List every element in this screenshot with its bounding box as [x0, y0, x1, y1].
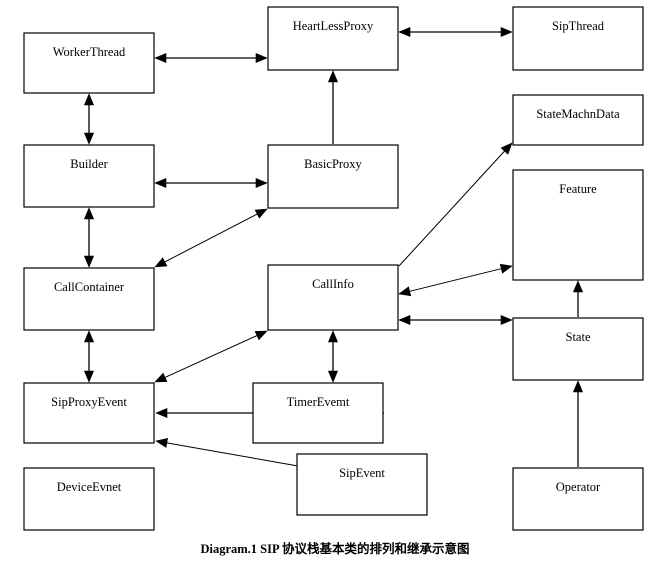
node-label: CallInfo [312, 277, 354, 291]
node-box[interactable] [23, 467, 155, 531]
edge-line [163, 441, 299, 467]
node-box[interactable] [512, 94, 644, 146]
edge-operator-to-state [572, 380, 584, 467]
diagram-caption: Diagram.1 SIP 协议栈基本类的排列和继承示意图 [200, 542, 470, 556]
edge-heartlessproxy-to-sipthread [398, 26, 513, 38]
node-box[interactable] [512, 169, 644, 281]
node-label: Feature [559, 182, 597, 196]
edge-callinfo-to-statemachndata [398, 142, 513, 267]
edge-sipevent-to-sipproxyevent [155, 437, 299, 467]
arrowhead-end [255, 52, 268, 64]
arrowhead-start [83, 93, 95, 106]
edge-workerthread-to-builder [83, 93, 95, 145]
edge-builder-to-callcontainer [83, 207, 95, 268]
node-builder[interactable]: Builder [23, 144, 155, 208]
node-box[interactable] [23, 382, 155, 444]
arrowhead-end [155, 437, 169, 448]
edge-workerthread-to-heartlessproxy [154, 52, 268, 64]
edge-callcontainer-to-basicproxy [154, 208, 268, 268]
edge-state-to-feature [572, 280, 584, 317]
arrowhead-start [154, 177, 167, 189]
arrowhead-end [255, 177, 268, 189]
node-callinfo[interactable]: CallInfo [267, 264, 399, 331]
arrowhead-end [83, 255, 95, 268]
nodes-layer: WorkerThread HeartLessProxy SipThreadState… [23, 6, 644, 531]
node-label: State [566, 330, 591, 344]
edge-callcontainer-to-sipproxyevent [83, 330, 95, 383]
node-feature[interactable]: Feature [512, 169, 644, 281]
node-label: Operator [556, 480, 601, 494]
edges-layer [83, 26, 584, 467]
arrowhead-end [83, 370, 95, 383]
arrowhead-start [327, 370, 339, 383]
arrowhead-start [83, 330, 95, 343]
edge-basicproxy-to-heartlessproxy [327, 70, 339, 144]
arrowhead-start [398, 314, 411, 326]
node-box[interactable] [23, 267, 155, 331]
node-label: SipProxyEvent [51, 395, 127, 409]
edge-builder-to-basicproxy [154, 177, 268, 189]
arrowhead-end [499, 263, 513, 274]
arrowhead-start [154, 257, 168, 268]
arrowhead-end [327, 330, 339, 343]
node-timerevemt[interactable]: TimerEvemt [252, 382, 384, 444]
arrowhead-end [327, 70, 339, 83]
arrowhead-start [83, 207, 95, 220]
arrowhead-start [154, 52, 167, 64]
node-sipthread[interactable]: SipThread [512, 6, 644, 71]
arrowhead-end [500, 314, 513, 326]
node-sipevent[interactable]: SipEvent [296, 453, 428, 516]
arrowhead-end [83, 132, 95, 145]
node-box[interactable] [267, 144, 399, 209]
node-workerthread[interactable]: WorkerThread [23, 32, 155, 94]
edge-callinfo-to-state [398, 314, 513, 326]
node-box[interactable] [512, 6, 644, 71]
edge-timerevemt-to-callinfo [327, 330, 339, 383]
edge-line [398, 148, 507, 267]
node-label: StateMachnData [536, 107, 620, 121]
node-basicproxy[interactable]: BasicProxy [267, 144, 399, 209]
arrowhead-end [500, 26, 513, 38]
node-statemachndata[interactable]: StateMachnData [512, 94, 644, 146]
node-label: WorkerThread [53, 45, 126, 59]
node-label: DeviceEvnet [57, 480, 122, 494]
edge-callinfo-to-feature [398, 263, 513, 297]
node-label: BasicProxy [304, 157, 362, 171]
node-box[interactable] [296, 453, 428, 516]
node-label: Builder [70, 157, 108, 171]
node-box[interactable] [23, 32, 155, 94]
node-sipproxyevent[interactable]: SipProxyEvent [23, 382, 155, 444]
node-box[interactable] [512, 317, 644, 381]
arrowhead-start [398, 26, 411, 38]
node-callcontainer[interactable]: CallContainer [23, 267, 155, 331]
node-box[interactable] [512, 467, 644, 531]
arrowhead-end [254, 208, 268, 219]
node-box[interactable] [267, 264, 399, 331]
arrowhead-start [398, 286, 412, 297]
edge-line [406, 267, 505, 293]
edge-line [161, 212, 261, 264]
node-state[interactable]: State [512, 317, 644, 381]
node-box[interactable] [252, 382, 384, 444]
arrowhead-end [254, 330, 268, 341]
node-deviceevnet[interactable]: DeviceEvnet [23, 467, 155, 531]
arrowhead-end [500, 142, 513, 155]
arrowhead-end [572, 380, 584, 393]
arrowhead-end [155, 407, 168, 419]
node-label: HeartLessProxy [293, 19, 374, 33]
edge-line [162, 333, 260, 380]
node-operator[interactable]: Operator [512, 467, 644, 531]
node-label: TimerEvemt [287, 395, 350, 409]
node-box[interactable] [23, 144, 155, 208]
node-label: CallContainer [54, 280, 125, 294]
node-label: SipThread [552, 19, 605, 33]
node-heartlessproxy[interactable]: HeartLessProxy [267, 6, 399, 71]
node-label: SipEvent [339, 466, 385, 480]
node-box[interactable] [267, 6, 399, 71]
arrowhead-end [572, 280, 584, 293]
arrowhead-start [154, 372, 168, 383]
edge-sipproxyevent-to-callinfo [154, 330, 268, 383]
